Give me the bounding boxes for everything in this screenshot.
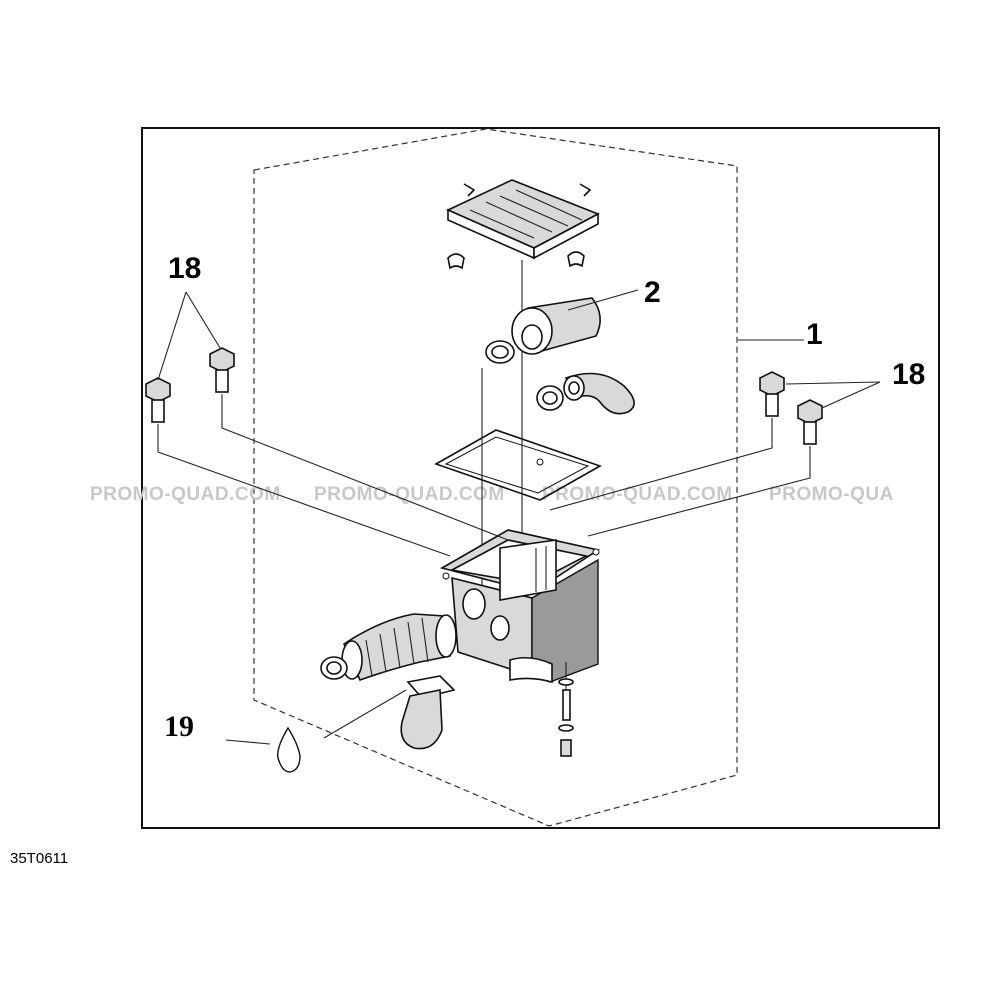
hose-clamp-right [536, 385, 564, 411]
assembly-envelope-dashed [253, 128, 738, 827]
callout-air-box-assembly: 1 [806, 318, 823, 351]
grease-drop-icon [277, 726, 301, 773]
watermark-text-1: PROMO-QUAD.COM [90, 484, 281, 505]
drain-elbow [400, 675, 456, 750]
callout-screw-left: 18 [168, 252, 201, 285]
drawing-reference: 35T0611 [10, 850, 68, 867]
diagram-frame [141, 127, 940, 829]
watermark-text-4: PROMO-QUA [769, 484, 894, 505]
screw-left-front [145, 377, 171, 423]
watermark: PROMO-QUAD.COM PROMO-QUAD.COM PROMO-QUAD… [90, 484, 894, 505]
watermark-text-3: PROMO-QUAD.COM [542, 484, 733, 505]
callout-air-filter: 2 [644, 276, 661, 309]
drain-valve-parts [558, 662, 574, 757]
screw-left-rear [209, 347, 235, 393]
screw-right-front [797, 399, 823, 445]
hose-clamp-upper [485, 340, 515, 364]
intake-bellows-hose [341, 613, 457, 682]
air-box-housing [439, 529, 601, 684]
air-box-cover [446, 179, 600, 270]
air-filter-element [511, 297, 601, 355]
watermark-text-2: PROMO-QUAD.COM [314, 484, 505, 505]
callout-grease: 19 [164, 710, 194, 743]
screw-right-rear [759, 371, 785, 417]
callout-screw-right: 18 [892, 358, 925, 391]
intake-hose-upper [563, 372, 635, 415]
air-box-gasket [434, 429, 602, 501]
hose-clamp-lower [320, 656, 348, 680]
